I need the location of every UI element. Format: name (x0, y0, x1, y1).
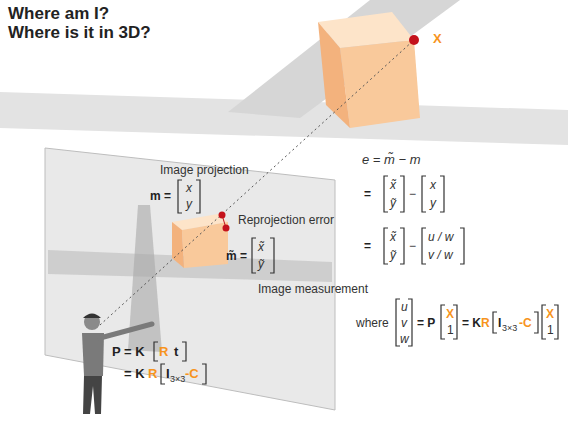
matrix-entry: x̃ (390, 230, 396, 244)
formula-symbol: -C (185, 366, 199, 381)
annotation: Reprojection error (238, 213, 334, 227)
formula-symbol: m = (150, 189, 171, 203)
formula-symbol: − (409, 239, 416, 253)
matrix-entry: ỹ (390, 196, 396, 210)
matrix-entry: ỹ (258, 257, 264, 271)
formula-symbol: I (498, 316, 501, 330)
formula-symbol: R (148, 366, 157, 381)
subscript: 3×3 (170, 374, 185, 384)
box-image-side (172, 222, 184, 268)
matrix-entry: x̃ (258, 240, 264, 254)
box-front (340, 40, 420, 128)
subscript: 3×3 (502, 323, 517, 333)
matrix-entry: w (400, 332, 409, 346)
formula-symbol: P = K (112, 344, 145, 359)
ray (100, 40, 414, 325)
box-image-front (182, 222, 228, 268)
matrix-entry: x̃ (390, 178, 396, 192)
annotation: Image measurement (258, 282, 368, 296)
matrix-entry: v / w (428, 248, 453, 262)
annotation: where (356, 316, 389, 330)
annotation: Image projection (160, 163, 249, 177)
image-plane (45, 148, 335, 410)
matrix-entry: y (186, 197, 192, 211)
matrix-entry: u / w (428, 230, 453, 244)
matrix-entry: u (401, 300, 408, 314)
matrix-entry: 1 (547, 323, 554, 337)
formula-symbol: = (364, 239, 371, 253)
formula-symbol: = (364, 187, 371, 201)
point-dot (409, 35, 419, 45)
matrix-entry: v (401, 316, 407, 330)
point-label: X (433, 31, 442, 46)
person (82, 314, 152, 415)
matrix-entry: X (446, 307, 454, 321)
matrix-entry: X (546, 307, 554, 321)
formula-symbol: R (159, 344, 168, 359)
title: Where am I? Where is it in 3D? (8, 4, 160, 42)
formula-symbol: R (481, 316, 490, 330)
matrix-brackets (154, 176, 558, 384)
formula-symbol: = K (124, 366, 145, 381)
formula: e = m̃ − m (362, 152, 421, 167)
matrix-entry: y (430, 196, 436, 210)
formula-symbol: m̃ = (226, 249, 247, 263)
matrix-entry: ỹ (390, 248, 396, 262)
formula-symbol: I (166, 366, 170, 381)
formula-symbol: = K (462, 316, 481, 330)
matrix-entry: x (430, 178, 436, 192)
formula-symbol: -C (519, 316, 532, 330)
formula-symbol: t (174, 344, 178, 359)
matrix-entry: x (186, 181, 192, 195)
matrix-entry: 1 (447, 323, 454, 337)
formula-symbol: − (409, 187, 416, 201)
formula-symbol: = P (417, 316, 435, 330)
error-line (222, 215, 226, 228)
